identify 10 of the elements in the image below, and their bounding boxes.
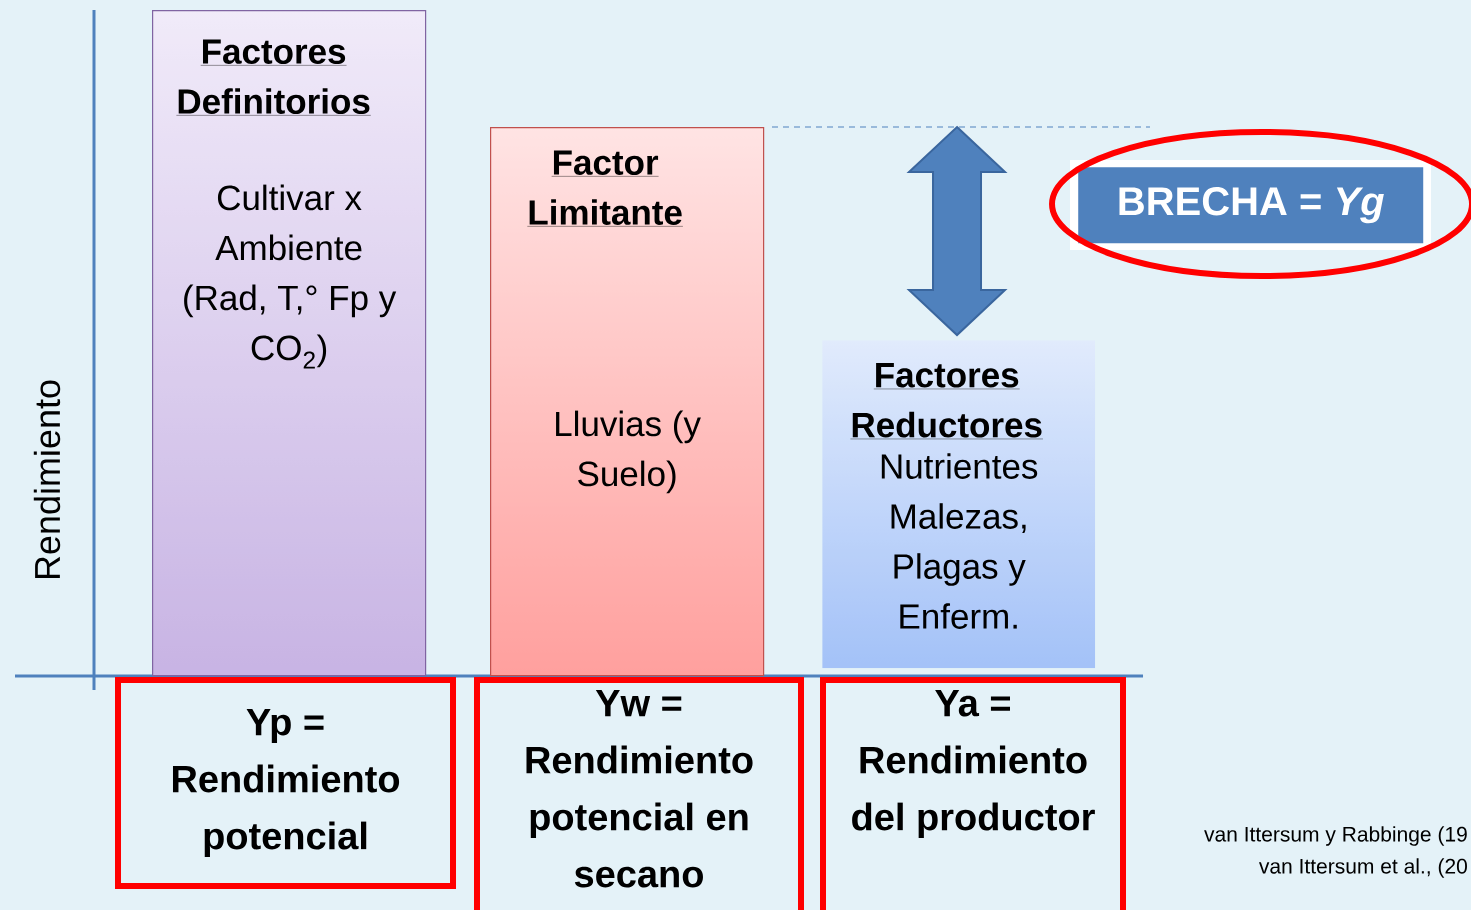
factor-bar: Factores Definitorios Cultivar x Ambiente (Rad, T,° Fp y CO$_{2}$) [152, 10, 427, 677]
yield-box: Yp = Rendimiento potencial [115, 677, 456, 889]
yield-box: Ya = Rendimiento del productor [820, 677, 1126, 910]
axis-title: Rendimiento [33, 380, 61, 579]
citation: van Ittersum y Rabbinge (19 [1204, 826, 1467, 846]
factor-bar: Factor Limitante Lluvias (y Suelo) [490, 127, 765, 677]
yield-box: Yw = Rendimiento potencial en secano [474, 677, 804, 910]
gap-badge: BRECHA = Yg [1070, 160, 1431, 250]
factor-bar: Factores Reductores Nutrientes Malezas, Plagas y Enferm. [850, 363, 1044, 629]
citation: van Ittersum et al., (20 [1258, 858, 1467, 878]
